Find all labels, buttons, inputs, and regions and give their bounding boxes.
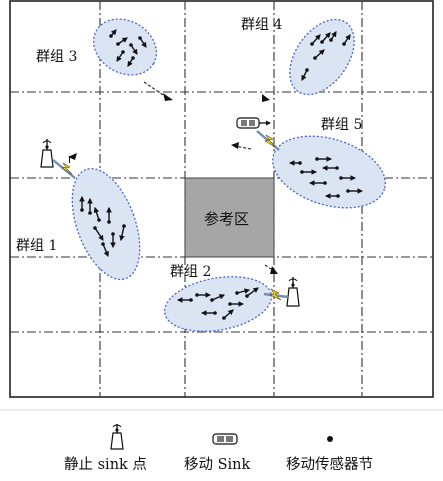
legend-car-icon	[212, 433, 238, 445]
group-3-label: 群组 3	[36, 49, 78, 65]
group-2-label: 群组 2	[170, 264, 212, 280]
group-5-ellipse	[272, 135, 386, 209]
legend-sensor-dot-icon	[327, 436, 333, 442]
flag-icons	[68, 153, 77, 163]
legend-static-sink-label: 静止 sink 点	[64, 457, 147, 473]
group-4-label: 群组 4	[241, 17, 283, 33]
mobile-sink-car-icon	[236, 117, 272, 129]
reference-area-label: 参考区	[204, 210, 250, 228]
lightning-icons	[61, 134, 282, 301]
group-move-arrowheads	[163, 93, 278, 274]
sensor-dots	[80, 34, 350, 320]
static-sink-1-antenna-icon	[40, 139, 54, 168]
reference-area	[184, 177, 275, 258]
legend-mobile-sink-label: 移动 Sink	[184, 457, 251, 473]
static-sink-2-antenna-icon	[286, 277, 300, 307]
group-move-arrows	[143, 81, 275, 272]
group-1-ellipse	[71, 167, 141, 281]
legend-mobile-sensor-label: 移动传感器节	[286, 457, 373, 473]
group-5-label: 群组 5	[321, 117, 363, 133]
sensor-arrows	[79, 29, 364, 319]
group-1-label: 群组 1	[16, 238, 58, 254]
group-3-ellipse	[92, 18, 158, 76]
legend-antenna-icon	[110, 424, 124, 450]
